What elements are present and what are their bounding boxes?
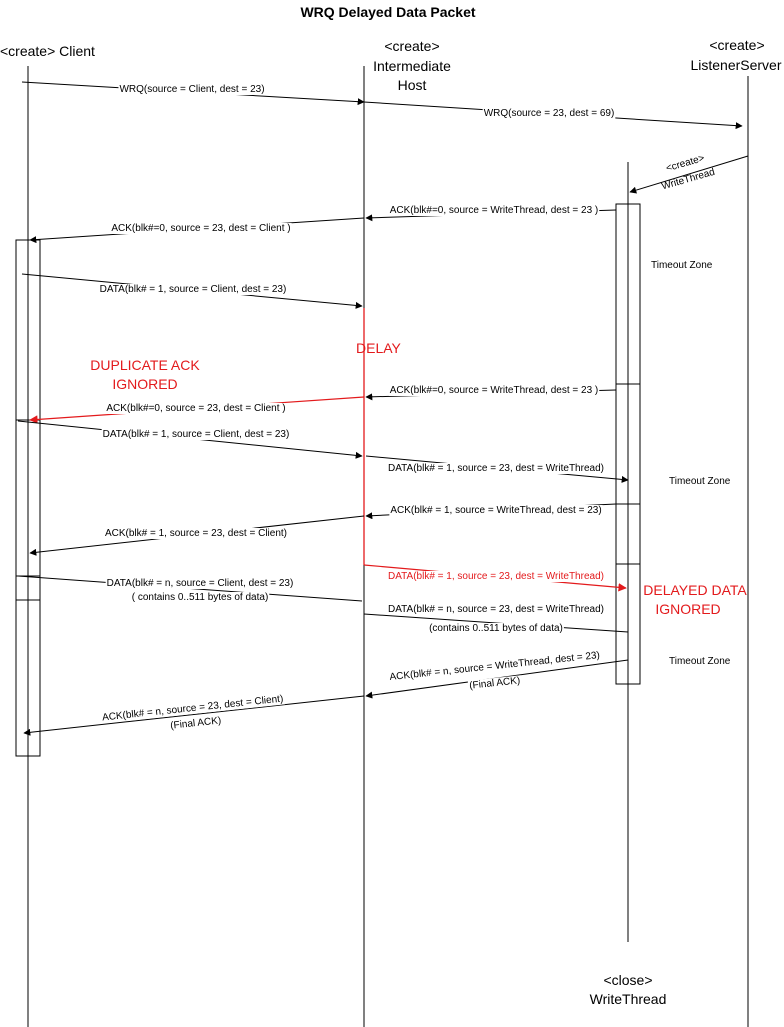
message-label-backing <box>387 604 605 615</box>
message-label: DATA(blk# = 1, source = Client, dest = 2… <box>103 429 290 440</box>
message-wrq-client: WRQ(source = Client, dest = 23) <box>21 81 365 106</box>
timeout-zone-label: Timeout Zone <box>651 260 713 271</box>
message-sublabel: ( contains 0..511 bytes of data) <box>132 592 269 603</box>
diagram-title: WRQ Delayed Data Packet <box>300 4 475 20</box>
message-label-backing <box>100 693 285 724</box>
duplicate-ack-label-line1: DUPLICATE ACK <box>90 357 200 373</box>
message-label: ACK(blk# = 1, source = WriteThread, dest… <box>390 505 601 516</box>
message-label-backing <box>105 403 287 414</box>
message-label: ACK(blk#=0, source = 23, dest = Client ) <box>106 403 285 414</box>
message-sublabel: (Final ACK) <box>170 715 222 731</box>
message-label-backing <box>388 649 602 684</box>
delayed-data-label-line1: DELAYED DATA <box>643 582 747 598</box>
timeout-zone-label: Timeout Zone <box>669 476 731 487</box>
message-label: ACK(blk#=0, source = WriteThread, dest =… <box>390 205 599 216</box>
writethread-activation-box <box>615 203 641 685</box>
message-wrq-host: WRQ(source = 23, dest = 69) <box>363 101 743 130</box>
message-ack1-writethread: ACK(blk# = 1, source = WriteThread, dest… <box>365 503 617 520</box>
message-label-backing <box>388 205 600 216</box>
message-label: WRQ(source = 23, dest = 69) <box>484 108 615 119</box>
message-label-backing <box>389 505 603 516</box>
message-label-backing <box>387 463 605 474</box>
message-sublabel: (Final ACK) <box>469 675 521 691</box>
message-label-backing <box>118 84 266 95</box>
message-ack0-host-dup: ACK(blk#=0, source = 23, dest = Client ) <box>29 396 365 424</box>
timeout-zone-label: Timeout Zone <box>669 656 731 667</box>
message-label: DATA(blk# = 1, source = Client, dest = 2… <box>100 284 287 295</box>
message-label-backing <box>110 223 292 234</box>
message-datan-host: DATA(blk# = n, source = 23, dest = Write… <box>363 604 629 634</box>
message-label: ACK(blk# = 1, source = 23, dest = Client… <box>105 528 287 539</box>
message-label-backing <box>482 108 616 119</box>
message-label-backing <box>98 284 288 295</box>
participant-server-label-line2: ListenerServer <box>690 57 781 73</box>
message-label-backing <box>105 578 295 589</box>
message-label: ACK(blk#=0, source = 23, dest = Client ) <box>111 223 290 234</box>
delay-label: DELAY <box>356 340 402 356</box>
participant-server-label-line1: <create> <box>709 37 764 53</box>
message-data1-client-resend: DATA(blk# = 1, source = Client, dest = 2… <box>17 420 363 459</box>
participant-host-label-line2: Intermediate <box>373 58 451 74</box>
message-label: DATA(blk# = 1, source = 23, dest = Write… <box>388 463 604 474</box>
participant-client-label: <create> Client <box>0 43 95 59</box>
delayed-data-label-line2: IGNORED <box>655 601 720 617</box>
create-writethread-arrow <box>629 155 749 194</box>
participant-host-label-line1: <create> <box>384 38 439 54</box>
close-writethread-label-line1: <close> <box>603 972 652 988</box>
message-label-backing <box>467 675 522 692</box>
message-ackn-writethread: ACK(blk# = n, source = WriteThread, dest… <box>365 649 629 699</box>
message-label: DATA(blk# = n, source = Client, dest = 2… <box>107 578 294 589</box>
message-label: ACK(blk#=0, source = WriteThread, dest =… <box>390 385 599 396</box>
message-label: DATA(blk# = 1, source = 23, dest = Write… <box>388 571 604 582</box>
message-data1-host: DATA(blk# = 1, source = 23, dest = Write… <box>365 455 629 483</box>
message-label-backing <box>168 715 223 732</box>
message-ack0-host: ACK(blk#=0, source = 23, dest = Client ) <box>29 217 365 244</box>
participant-host-label-line3: Host <box>398 77 427 93</box>
client-activation-box <box>15 239 41 757</box>
message-ack0-writethread: ACK(blk#=0, source = WriteThread, dest =… <box>365 205 617 222</box>
message-data1-client: DATA(blk# = 1, source = Client, dest = 2… <box>21 273 363 309</box>
message-label: DATA(blk# = n, source = 23, dest = Write… <box>388 604 604 615</box>
message-label-backing <box>387 571 605 582</box>
message-ack0-writethread-dup: ACK(blk#=0, source = WriteThread, dest =… <box>365 385 617 401</box>
message-datan-client: DATA(blk# = n, source = Client, dest = 2… <box>17 575 363 603</box>
message-label-backing <box>388 385 600 396</box>
message-label-backing <box>428 623 564 634</box>
duplicate-ack-label-line2: IGNORED <box>112 376 177 392</box>
message-data1-host-delayed: DATA(blk# = 1, source = 23, dest = Write… <box>363 564 627 592</box>
message-ack1-host: ACK(blk# = 1, source = 23, dest = Client… <box>29 515 365 556</box>
message-sublabel: (contains 0..511 bytes of data) <box>429 623 563 634</box>
message-label-backing <box>103 528 289 539</box>
message-label: WRQ(source = Client, dest = 23) <box>119 84 264 95</box>
close-writethread-label-line2: WriteThread <box>590 991 667 1007</box>
message-label-backing <box>130 592 270 603</box>
message-label-backing <box>101 429 291 440</box>
message-ackn-host: ACK(blk# = n, source = 23, dest = Client… <box>23 693 365 736</box>
